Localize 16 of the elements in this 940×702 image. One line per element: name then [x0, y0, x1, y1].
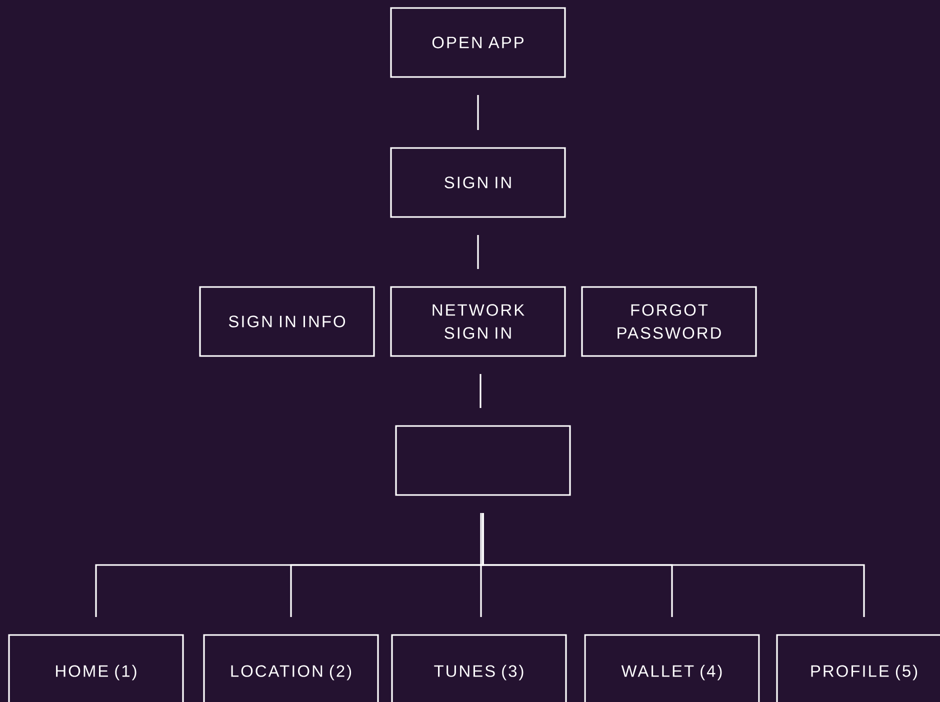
connector-line — [480, 513, 482, 617]
connector-line — [480, 374, 482, 408]
connector-line — [482, 513, 865, 617]
screen-box: NETWORK SIGN IN — [390, 286, 566, 357]
screen-box: PROFILE (5) — [776, 634, 940, 702]
screen-box: SIGN IN — [390, 147, 566, 218]
screen-box: HOME (1) — [8, 634, 184, 702]
connector-line — [477, 235, 479, 269]
connector-line — [477, 95, 479, 130]
screen-box: SIGN IN INFO — [199, 286, 375, 357]
screen-box: FORGOT PASSWORD — [581, 286, 757, 357]
screen-box: TUNES (3) — [391, 634, 567, 702]
screen-box: LOCATION (2) — [203, 634, 379, 702]
screen-box: OPEN APP — [390, 7, 566, 78]
screen-box: WALLET (4) — [584, 634, 760, 702]
screen-box — [395, 425, 571, 496]
